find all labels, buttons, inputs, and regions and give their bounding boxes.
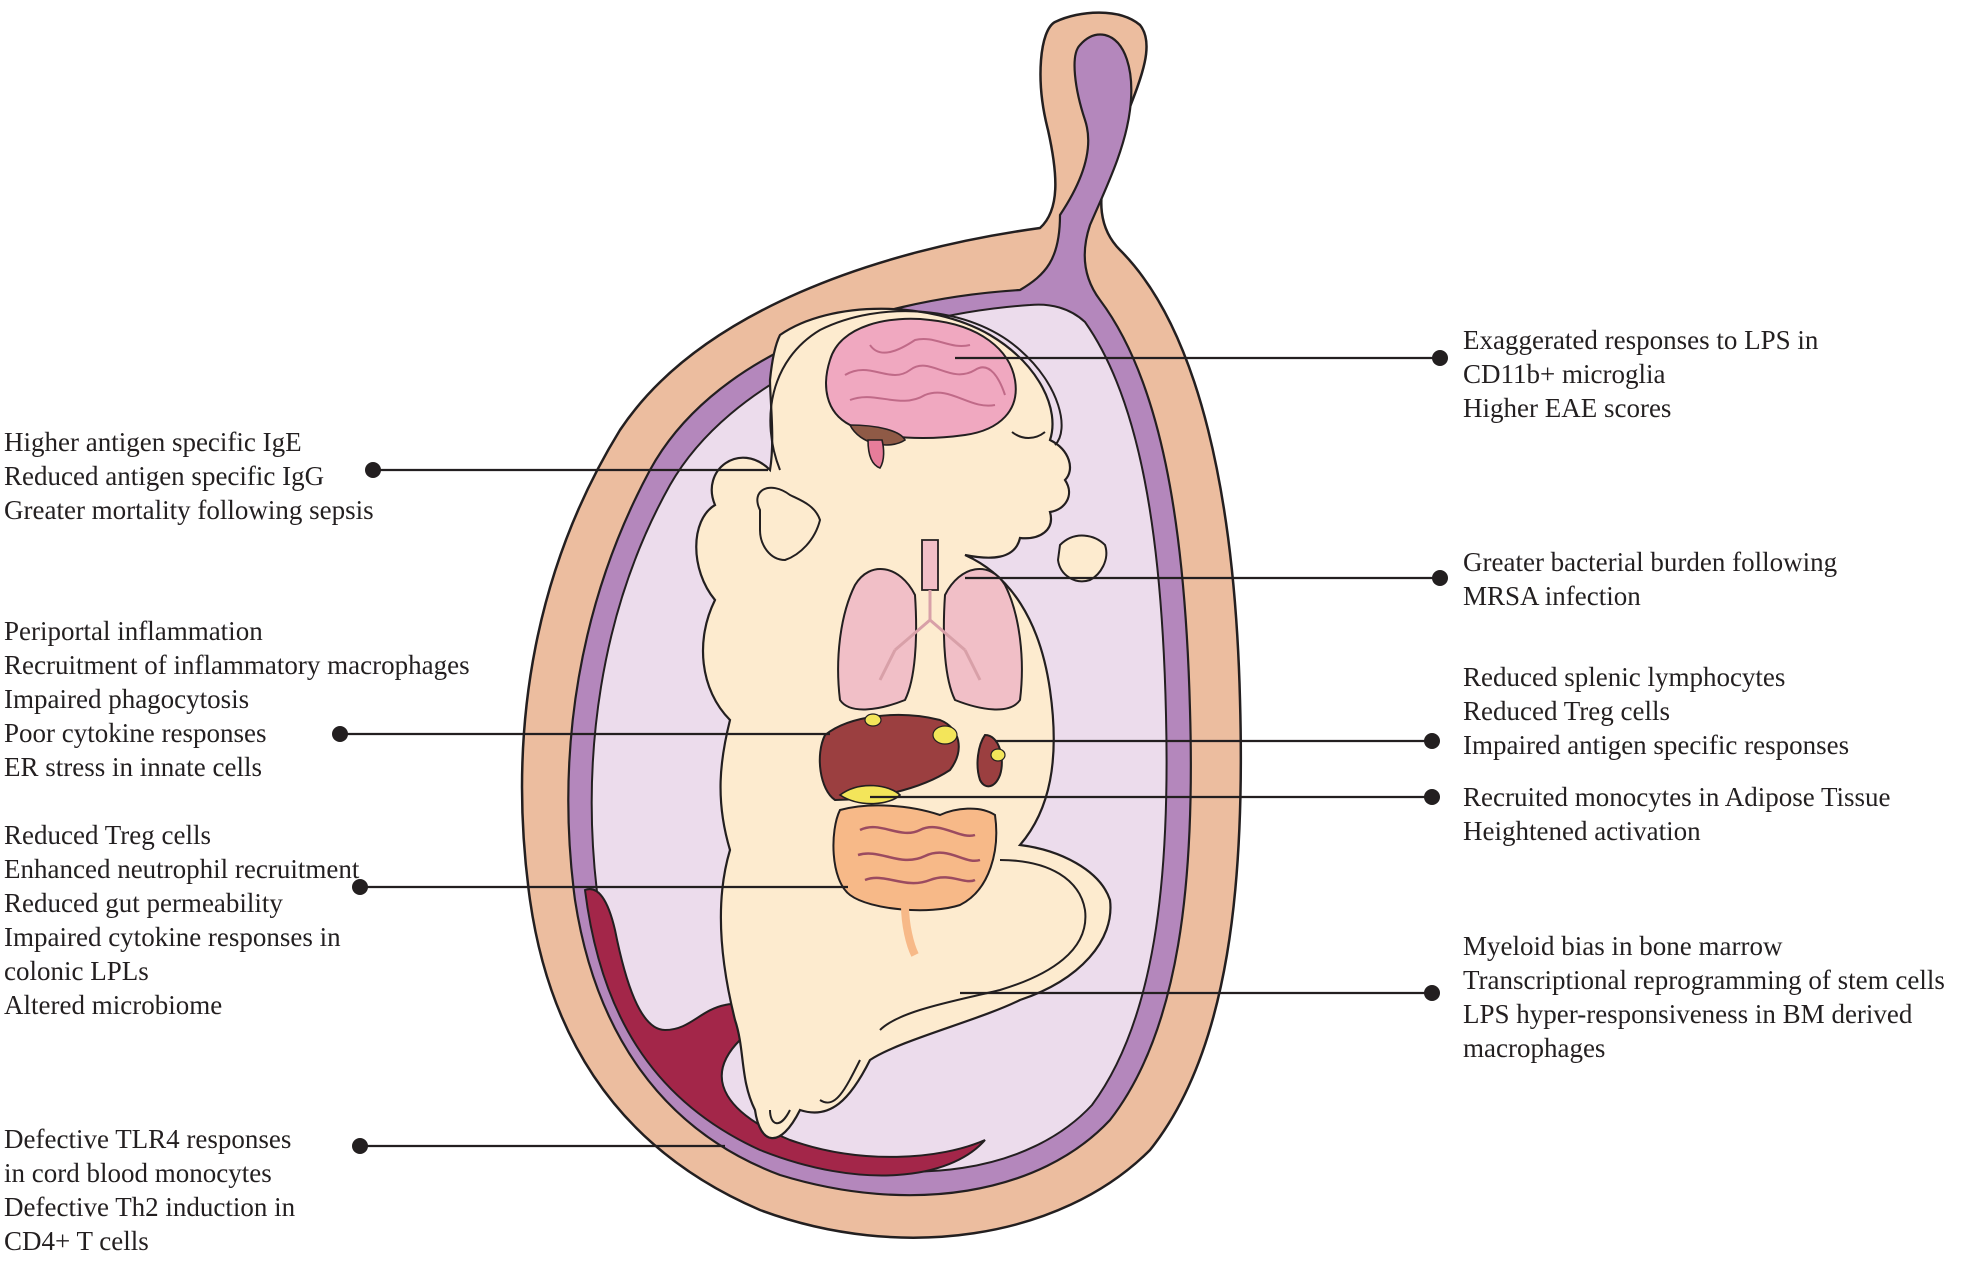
marker-bone-marrow [1424,985,1440,1001]
systemic-annotation-line: Reduced antigen specific IgG [4,461,325,491]
systemic-annotation: Higher antigen specific IgE Reduced anti… [4,425,374,527]
gut-annotation-line: Reduced Treg cells [4,820,211,850]
cord-blood-annotation-line: in cord blood monocytes [4,1158,272,1188]
marker-cord-blood [352,1138,368,1154]
marker-systemic [365,462,381,478]
liver-organ [818,713,960,802]
intestines-organ [832,804,998,957]
fetus-foot [769,1059,861,1125]
spleen-annotation-line: Impaired antigen specific responses [1463,730,1850,760]
gut-annotation-line: Enhanced neutrophil recruitment [4,854,360,884]
spleen-annotation: Reduced splenic lymphocytes Reduced Treg… [1463,660,1849,762]
brain-organ [825,317,1017,469]
systemic-annotation-line: Greater mortality following sepsis [4,495,374,525]
gut-annotation-line: Altered microbiome [4,990,223,1020]
lungs-annotation-line: MRSA infection [1463,581,1641,611]
liver-annotation-line: Poor cytokine responses [4,718,267,748]
bone-marrow-annotation-line: LPS hyper-responsiveness in BM derived [1463,999,1913,1029]
brain-annotation-line: Higher EAE scores [1463,393,1672,423]
fetus-left-hand [756,486,822,562]
lungs-annotation-line: Greater bacterial burden following [1463,547,1838,577]
bone-marrow-annotation-line: macrophages [1463,1033,1606,1063]
adipose-annotation-line: Heightened activation [1463,816,1701,846]
spleen-annotation-line: Reduced Treg cells [1463,696,1670,726]
cord-blood-annotation-line: Defective TLR4 responses [4,1124,292,1154]
bone-marrow-annotation: Myeloid bias in bone marrow Transcriptio… [1463,929,1945,1065]
liver-annotation-line: Impaired phagocytosis [4,684,250,714]
marker-lungs [1432,570,1448,586]
fetus-closed-eye [1011,431,1046,439]
lungs-organ [837,539,1023,711]
gut-annotation-line: Impaired cytokine responses in [4,922,341,952]
spleen-fat-deposit [990,748,1006,762]
liver-annotation-line: Periportal inflammation [4,616,263,646]
fetus-leg [879,859,1087,1031]
brain-annotation-line: CD11b+ microglia [1463,359,1666,389]
liver-annotation-line: Recruitment of inflammatory macrophages [4,650,470,680]
liver-annotation-line: ER stress in innate cells [4,752,262,782]
brain-annotation-line: Exaggerated responses to LPS in [1463,325,1819,355]
cord-blood-annotation-line: CD4+ T cells [4,1226,149,1256]
bone-marrow-annotation-line: Myeloid bias in bone marrow [1463,931,1783,961]
spleen-organ [976,733,1006,788]
systemic-annotation-line: Higher antigen specific IgE [4,427,302,457]
gut-annotation-line: Reduced gut permeability [4,888,283,918]
lungs-annotation: Greater bacterial burden following MRSA … [1463,545,1837,613]
adipose-annotation: Recruited monocytes in Adipose Tissue He… [1463,780,1891,848]
spleen-annotation-line: Reduced splenic lymphocytes [1463,662,1786,692]
adipose-tissue [838,784,902,805]
cord-blood-annotation: Defective TLR4 responses in cord blood m… [4,1122,295,1258]
cord-blood-annotation-line: Defective Th2 induction in [4,1192,296,1222]
marker-gut [352,879,368,895]
marker-adipose [1424,789,1440,805]
liver-fat-deposit [864,713,882,727]
bone-marrow-annotation-line: Transcriptional reprogramming of stem ce… [1463,965,1945,995]
liver-fat-deposit [932,725,958,745]
liver-annotation: Periportal inflammation Recruitment of i… [4,614,470,784]
fetus-right-hand [1056,534,1108,583]
gut-annotation-line: colonic LPLs [4,956,149,986]
adipose-annotation-line: Recruited monocytes in Adipose Tissue [1463,782,1891,812]
brain-annotation: Exaggerated responses to LPS in CD11b+ m… [1463,323,1818,425]
fetus-head [769,310,1063,471]
marker-brain [1432,350,1448,366]
marker-spleen [1424,733,1440,749]
marker-liver [332,726,348,742]
gut-annotation: Reduced Treg cells Enhanced neutrophil r… [4,818,359,1022]
